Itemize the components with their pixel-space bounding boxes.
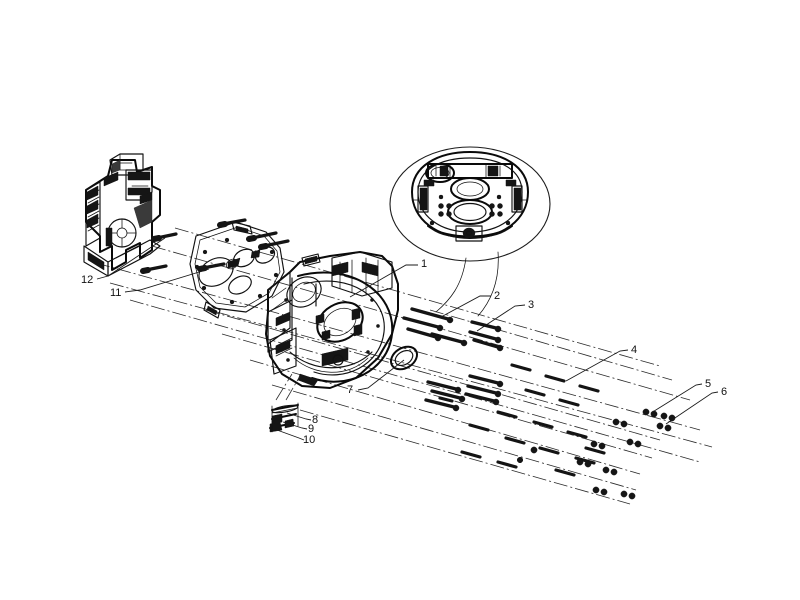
callout-label-12: 12 (81, 274, 93, 286)
callout-label-3: 3 (528, 299, 534, 311)
callout-label-10: 10 (303, 434, 315, 446)
callout-labels: 1 2 3 4 5 6 7 8 9 10 11 12 (81, 258, 727, 446)
hex-bolt-medium-group (468, 320, 504, 352)
detail-view-circle (389, 146, 551, 317)
callout-label-8: 8 (312, 414, 318, 426)
callout-label-9: 9 (308, 423, 314, 435)
engine-block-assembly (83, 153, 161, 277)
flange-bolt-upper (151, 232, 178, 242)
callout-label-5: 5 (705, 378, 711, 390)
callout-label-1: 1 (421, 258, 427, 270)
callout-leader-lines (96, 237, 719, 441)
assembly-axis-lines (95, 227, 713, 505)
callout-label-4: 4 (631, 344, 637, 356)
callout-label-11: 11 (110, 287, 121, 299)
lower-bolt-cluster-left (424, 374, 504, 412)
hex-bolt-long-group (402, 307, 468, 347)
flywheel-housing (265, 251, 399, 389)
upper-stud-row (217, 218, 290, 250)
oil-seal-o-ring (389, 345, 419, 371)
callout-label-6: 6 (721, 386, 727, 398)
stud-bolt-row (438, 363, 606, 477)
callout-label-2: 2 (494, 290, 500, 302)
callout-label-7: 7 (347, 384, 353, 396)
flange-bolt-lower (140, 262, 226, 274)
